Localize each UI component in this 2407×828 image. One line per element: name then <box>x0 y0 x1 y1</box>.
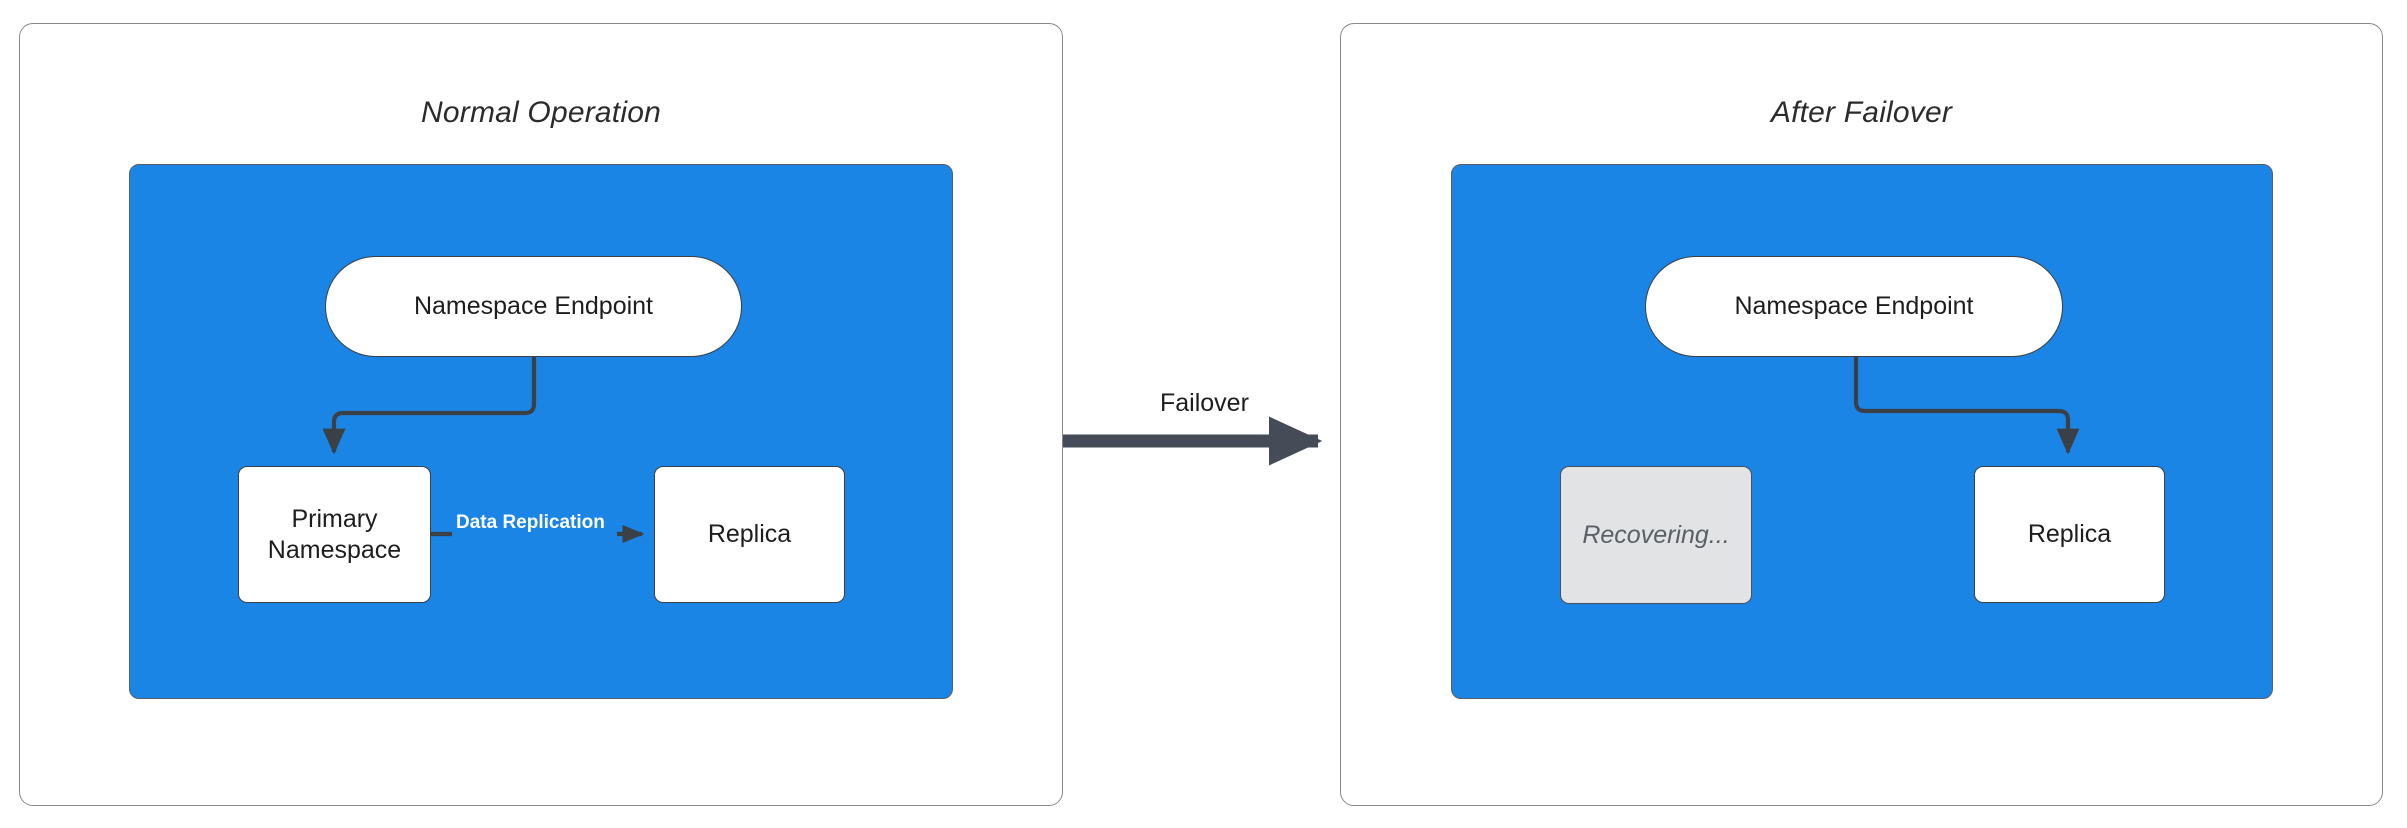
node-label: Primary Namespace <box>268 504 401 565</box>
node-namespace-endpoint-right[interactable]: Namespace Endpoint <box>1645 256 2063 357</box>
region-after-failover <box>1451 164 2273 699</box>
node-replica-right[interactable]: Replica <box>1974 466 2165 603</box>
transition-label-failover: Failover <box>1160 389 1249 417</box>
node-label: Replica <box>2027 520 2112 549</box>
node-recovering[interactable]: Recovering... <box>1560 466 1752 604</box>
node-namespace-endpoint-left[interactable]: Namespace Endpoint <box>325 256 742 357</box>
region-normal-operation <box>129 164 953 699</box>
node-label: Namespace Endpoint <box>413 292 654 321</box>
node-primary-namespace[interactable]: Primary Namespace <box>238 466 431 603</box>
node-label: Recovering... <box>1582 520 1730 549</box>
node-replica-left[interactable]: Replica <box>654 466 845 603</box>
node-label: Namespace Endpoint <box>1734 292 1974 321</box>
edge-label-data-replication: Data Replication <box>456 512 605 533</box>
node-label: Replica <box>707 520 792 549</box>
panel-title-normal-operation: Normal Operation <box>421 96 661 129</box>
node-label-line2: Namespace <box>267 535 402 564</box>
panel-title-after-failover: After Failover <box>1770 96 1953 129</box>
node-label-line1: Primary <box>291 505 378 533</box>
